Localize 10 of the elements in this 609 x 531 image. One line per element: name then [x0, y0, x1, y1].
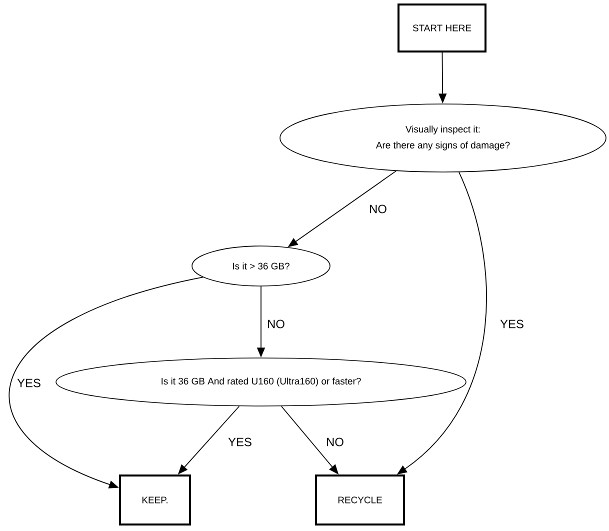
- terminal-box: RECYCLE: [315, 474, 405, 526]
- arrow: [8, 276, 204, 488]
- edge-label: NO: [368, 204, 388, 214]
- edge-label: NO: [266, 318, 286, 330]
- edge-label: YES: [499, 318, 525, 330]
- edge-label: YES: [16, 378, 42, 388]
- terminal-box: KEEP.: [119, 474, 191, 526]
- edge-label: NO: [325, 436, 345, 448]
- edge-label: YES: [227, 436, 253, 448]
- terminal-box: START HERE: [398, 4, 486, 52]
